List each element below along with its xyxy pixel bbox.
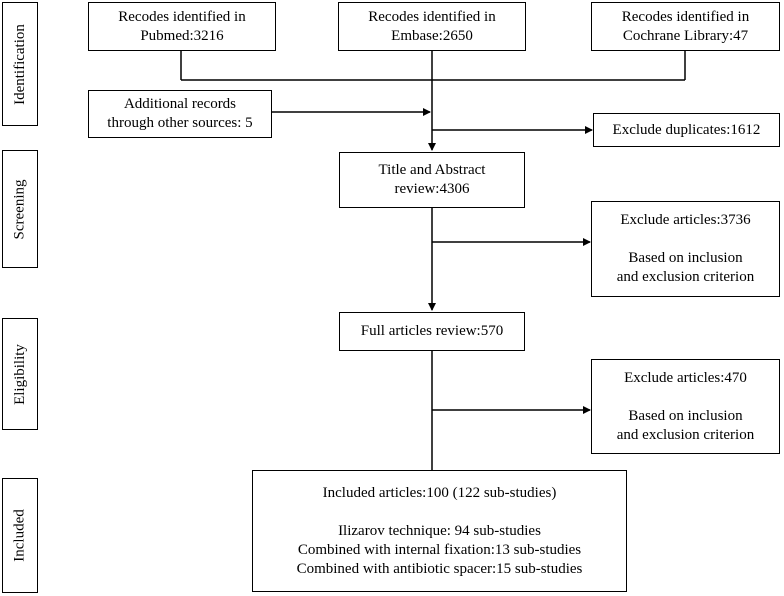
included-ilizarov: Ilizarov technique: 94 sub-studies <box>338 522 541 539</box>
exclude-duplicates-box: Exclude duplicates:1612 <box>593 113 780 147</box>
pubmed-line-1: Recodes identified in <box>118 8 246 25</box>
included-internal-fixation: Combined with internal fixation:13 sub-s… <box>297 541 582 558</box>
title-abstract-box: Title and Abstract review:4306 <box>339 152 525 208</box>
exclude-duplicates-text: Exclude duplicates:1612 <box>612 121 761 138</box>
full-article-box: Full articles review:570 <box>339 312 525 351</box>
embase-line-1: Recodes identified in <box>368 8 496 25</box>
phase-included: Included <box>2 478 38 593</box>
phase-screening-label: Screening <box>11 179 28 239</box>
pubmed-box: Recodes identified in Pubmed:3216 <box>88 2 276 51</box>
phase-eligibility-label: Eligibility <box>11 343 28 405</box>
exclude-eligibility-count: Exclude articles:470 <box>624 369 747 386</box>
full-article-text: Full articles review:570 <box>360 323 504 339</box>
exclude-screening-count: Exclude articles:3736 <box>620 212 751 228</box>
title-abstract-line-2: review:4306 <box>394 181 470 197</box>
additional-records-line-2: through other sources: 5 <box>107 115 253 131</box>
additional-records-box: Additional records through other sources… <box>88 90 272 138</box>
cochrane-box: Recodes identified in Cochrane Library:4… <box>591 2 780 51</box>
pubmed-line-2: Pubmed:3216 <box>140 27 224 44</box>
embase-box: Recodes identified in Embase:2650 <box>338 2 526 51</box>
title-abstract-line-1: Title and Abstract <box>378 162 486 178</box>
exclude-eligibility-reason-2: and exclusion criterion <box>616 426 755 443</box>
embase-line-2: Embase:2650 <box>391 27 473 44</box>
phase-eligibility: Eligibility <box>2 318 38 430</box>
phase-screening: Screening <box>2 150 38 268</box>
exclude-eligibility-reason-1: Based on inclusion <box>628 407 743 424</box>
exclude-screening-reason-1: Based on inclusion <box>628 250 743 266</box>
phase-included-label: Included <box>11 509 28 562</box>
exclude-screening-box: Exclude articles:3736 Based on inclusion… <box>591 201 780 297</box>
cochrane-line-2: Cochrane Library:47 <box>622 27 749 44</box>
included-box: Included articles:100 (122 sub-studies) … <box>252 470 627 592</box>
phase-identification-label: Identification <box>11 23 28 105</box>
cochrane-line-1: Recodes identified in <box>621 8 750 25</box>
included-antibiotic-spacer: Combined with antibiotic spacer:15 sub-s… <box>296 560 583 577</box>
exclude-eligibility-box: Exclude articles:470 Based on inclusion … <box>591 359 780 454</box>
exclude-screening-reason-2: and exclusion criterion <box>616 269 755 285</box>
included-total: Included articles:100 (122 sub-studies) <box>322 484 557 501</box>
additional-records-line-1: Additional records <box>123 96 237 112</box>
phase-identification: Identification <box>2 2 38 126</box>
